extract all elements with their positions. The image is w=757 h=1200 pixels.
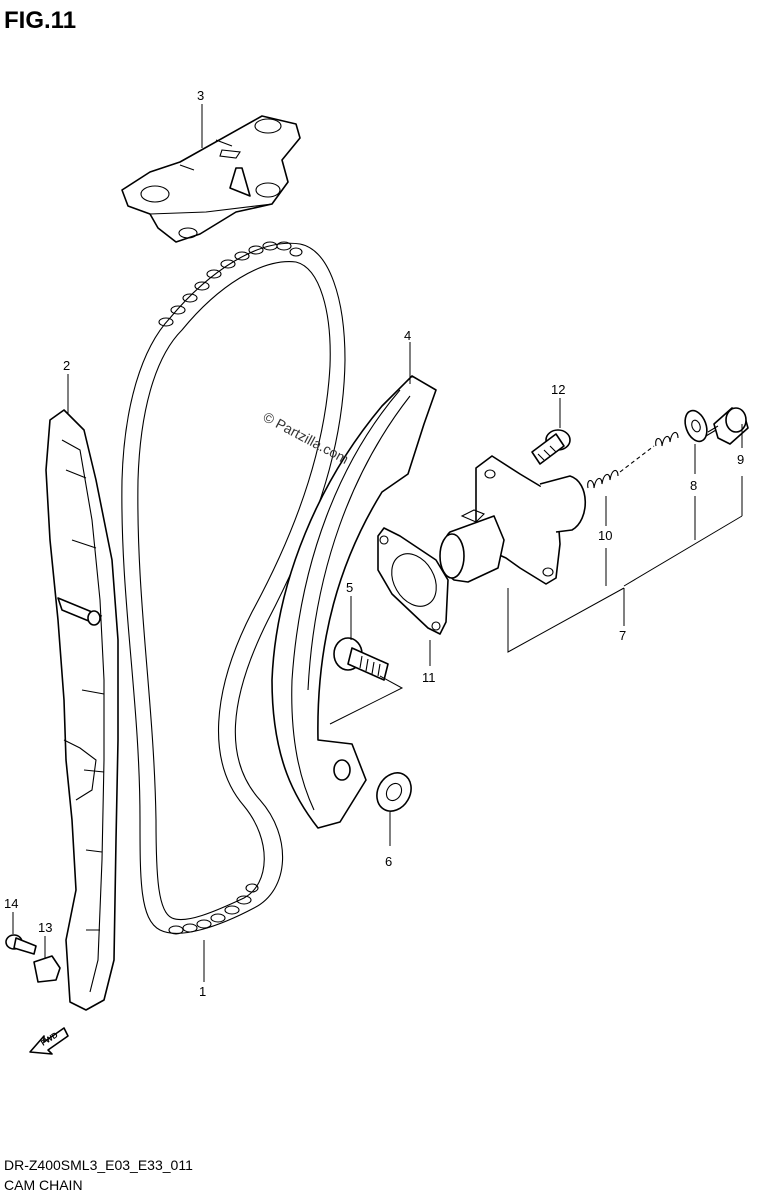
part-8-washer[interactable] [681, 408, 711, 445]
model-code: DR-Z400SML3_E03_E33_011 [4, 1157, 193, 1173]
part-2-chain-guide[interactable] [45, 409, 119, 1011]
watermark: © Partzilla.com [261, 409, 352, 467]
callout-3[interactable]: 3 [197, 88, 204, 103]
part-4-tensioner-guide[interactable] [271, 375, 437, 829]
callout-1[interactable]: 1 [199, 984, 206, 999]
callout-12[interactable]: 12 [551, 382, 565, 397]
part-10-spring[interactable] [587, 431, 679, 489]
leader-7-bracket [507, 587, 625, 653]
callout-8[interactable]: 8 [690, 478, 697, 493]
part-12-bolt[interactable] [531, 429, 571, 465]
part-9-cap-bolt[interactable] [705, 407, 749, 445]
leader-5-assembly [329, 675, 404, 725]
callout-13[interactable]: 13 [38, 920, 52, 935]
callout-5[interactable]: 5 [346, 580, 353, 595]
section-name: CAM CHAIN [4, 1177, 83, 1193]
part-7-tensioner-body[interactable] [439, 455, 586, 585]
callout-7[interactable]: 7 [619, 628, 626, 643]
part-6-washer[interactable] [370, 767, 418, 818]
figure-title: FIG.11 [4, 7, 76, 34]
part-5-pivot-bolt[interactable] [333, 637, 389, 681]
callout-9[interactable]: 9 [737, 452, 744, 467]
part-11-gasket[interactable] [377, 527, 449, 635]
callout-14[interactable]: 14 [4, 896, 18, 911]
part-14-bolt[interactable] [5, 934, 37, 955]
part-3-guide-plate[interactable] [121, 115, 301, 243]
part-13-spacer[interactable] [33, 955, 61, 983]
leader-assembly-bracket [623, 515, 743, 587]
callout-11[interactable]: 11 [422, 670, 436, 685]
callout-6[interactable]: 6 [385, 854, 392, 869]
part-1-cam-chain[interactable] [121, 241, 346, 935]
forward-direction-arrow: FWD [29, 1027, 69, 1055]
callout-4[interactable]: 4 [404, 328, 411, 343]
callout-10[interactable]: 10 [598, 528, 612, 543]
callout-2[interactable]: 2 [63, 358, 70, 373]
